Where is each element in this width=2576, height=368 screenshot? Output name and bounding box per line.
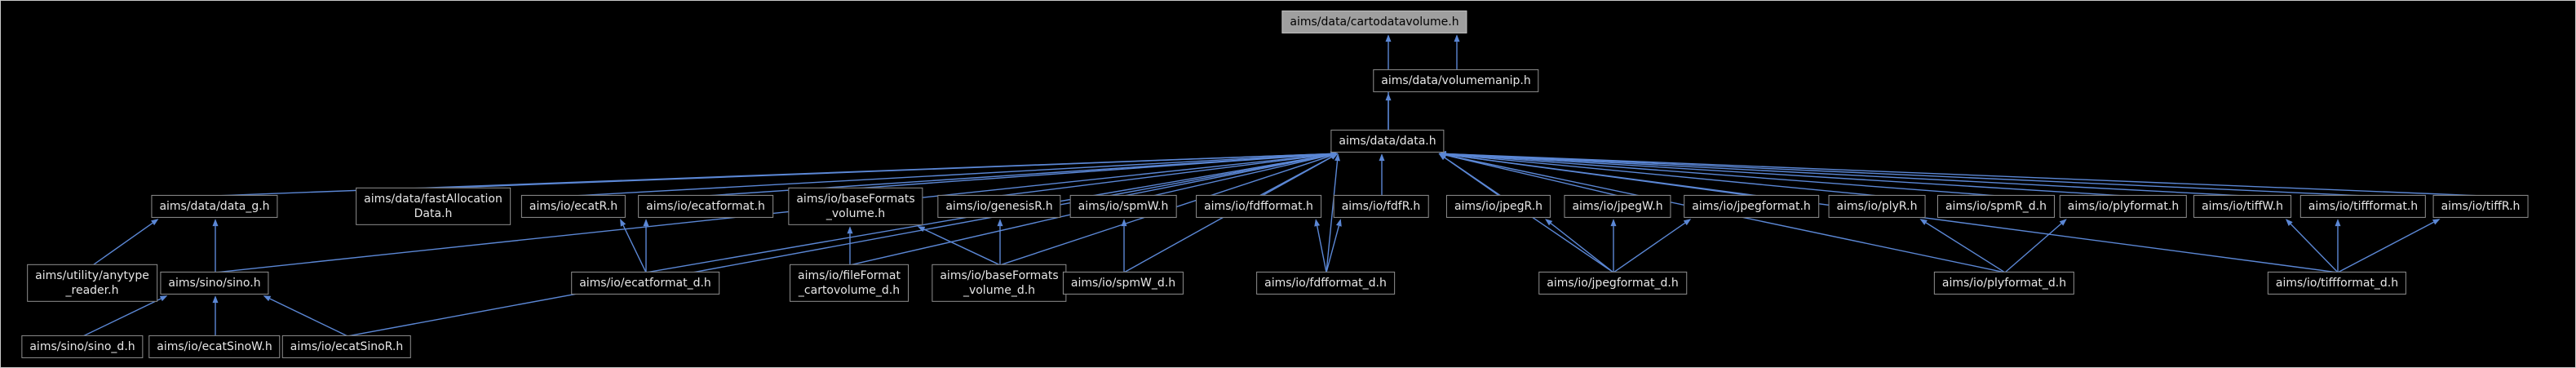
graph-edge-ecatformat_d-to-ecatR [622,224,647,273]
graph-node-data_g[interactable]: aims/data/data_g.h [151,194,278,219]
graph-node-anytype_reader[interactable]: aims/utility/anytype _reader.h [27,264,157,303]
graph-edge-arrowhead [643,219,649,227]
graph-edge-arrowhead [1545,219,1553,226]
graph-edge-jpegW-to-data [1445,154,1619,197]
graph-edge-arrowhead [1379,153,1385,162]
graph-edge-jpegformat_d-to-jpegR [1550,223,1614,273]
graph-edge-arrowhead [620,219,626,227]
graph-node-ecatSinoR[interactable]: aims/io/ecatSinoR.h [281,335,412,359]
graph-edge-tiffR-to-data [1445,153,2482,197]
graph-node-genesisR[interactable]: aims/io/genesisR.h [937,194,1061,219]
graph-edge-arrowhead [212,219,219,227]
graph-node-ecatformat[interactable]: aims/io/ecatformat.h [638,194,773,219]
graph-edge-jpegformat_d-to-jpegformat [1613,222,1686,273]
graph-edge-baseformats_volume_d-to-baseformats_volume [923,228,1001,266]
graph-node-spmW_d[interactable]: aims/io/spmW_d.h [1062,271,1184,295]
graph-node-fastalloc[interactable]: aims/data/fastAllocation Data.h [356,187,511,226]
graph-node-plyformat_d[interactable]: aims/io/plyformat_d.h [1933,271,2075,295]
graph-node-sino_d[interactable]: aims/sino/sino_d.h [21,335,144,359]
graph-node-volumemanip[interactable]: aims/data/volumemanip.h [1373,69,1539,93]
graph-edge-spmR_d-to-data [1445,153,1998,197]
graph-node-fdfR[interactable]: aims/io/fdfR.h [1333,194,1429,219]
graph-node-jpegR[interactable]: aims/io/jpegR.h [1445,194,1551,219]
graph-edge-arrowhead [1335,219,1342,227]
graph-edge-arrowhead [1610,219,1617,227]
graph-edge-arrowhead [1334,153,1340,162]
graph-node-fdfformat_d[interactable]: aims/io/fdfformat_d.h [1256,271,1395,295]
graph-node-fdfformat[interactable]: aims/io/fdfformat.h [1196,194,1321,219]
graph-edge-arrowhead [917,226,926,233]
graph-node-tiffR[interactable]: aims/io/tiffR.h [2432,194,2529,219]
graph-edge-plyformat-to-data [1445,153,2125,197]
graph-node-ecatSinoW[interactable]: aims/io/ecatSinoW.h [148,335,281,359]
graph-edge-sino_d-to-sino [82,298,162,337]
graph-edge-arrowhead [1919,219,1928,225]
graph-edge-fdfformat_d-to-fdfformat [1316,225,1327,273]
graph-edge-arrowhead [1683,219,1692,226]
graph-edge-plyformat_d-to-plyR [1925,222,2006,273]
graph-node-spmR_d[interactable]: aims/io/spmR_d.h [1936,194,2056,219]
graph-edge-fastalloc-to-data [433,153,1331,189]
graph-node-ecatformat_d[interactable]: aims/io/ecatformat_d.h [571,271,719,295]
graph-edge-arrowhead [159,295,168,302]
graph-edge-arrowhead [1385,34,1392,42]
graph-edge-arrowhead [1385,93,1392,101]
graph-node-ecatR[interactable]: aims/io/ecatR.h [520,194,626,219]
graph-edge-fdfformat_d-to-data [1326,160,1339,273]
graph-edge-ecatR-to-data [573,153,1331,197]
graph-edge-plyformat_d-to-plyformat [2004,223,2062,273]
graph-edge-arrowhead [1454,34,1460,42]
graph-edge-tiffformat-to-data [1445,153,2365,197]
graph-node-jpegformat[interactable]: aims/io/jpegformat.h [1684,194,1819,219]
graph-node-plyformat[interactable]: aims/io/plyformat.h [2059,194,2188,219]
graph-node-tiffW[interactable]: aims/io/tiffW.h [2193,194,2291,219]
graph-node-data[interactable]: aims/data/data.h [1330,129,1445,153]
graph-edge-ecatSinoR-to-sino [269,298,348,337]
graph-edge-genesisR-to-data [999,153,1331,197]
graph-edge-arrowhead [1121,219,1127,227]
graph-edge-tiffformat_d-to-tiffR [2337,221,2434,273]
graph-node-tiffformat[interactable]: aims/io/tiffformat.h [2299,194,2427,219]
graph-edge-arrowhead [151,219,159,226]
graph-node-cartodatavolume: aims/data/cartodatavolume.h [1281,10,1467,34]
graph-edge-anytype_reader-to-data_g [92,222,153,266]
graph-edge-arrowhead [2285,219,2293,226]
graph-node-baseformats_volume_d[interactable]: aims/io/baseFormats _volume_d.h [932,264,1067,303]
graph-edge-arrowhead [1330,153,1339,160]
graph-edge-arrowhead [212,295,219,304]
graph-edge-arrowhead [1438,151,1446,157]
graph-node-plyR[interactable]: aims/io/plyR.h [1828,194,1926,219]
graph-edge-tiffW-to-data [1445,153,2244,197]
graph-edge-arrowhead [263,295,272,302]
graph-node-jpegformat_d[interactable]: aims/io/jpegformat_d.h [1538,271,1687,295]
graph-edge-ecatSinoR-to-data [347,154,1331,337]
graph-edge-baseformats_volume-to-data [856,153,1331,189]
graph-edge-arrowhead [847,226,853,234]
graph-node-baseformats_volume[interactable]: aims/io/baseFormats _volume.h [788,187,923,226]
graph-edge-plyR-to-data [1445,153,1879,197]
graph-node-sino[interactable]: aims/sino/sino.h [160,271,269,295]
graph-node-fileformat_cartovolume_d[interactable]: aims/io/fileFormat _cartovolume_d.h [790,264,909,303]
graph-edge-arrowhead [1314,219,1321,227]
graph-edge-arrowhead [997,219,1003,227]
graph-edge-arrowhead [2432,219,2441,225]
graph-node-tiffformat_d[interactable]: aims/io/tiffformat_d.h [2267,271,2407,295]
graph-edge-arrowhead [2059,219,2067,226]
graph-edge-tiffformat_d-to-tiffW [2290,224,2339,273]
graph-edge-arrowhead [2335,219,2341,227]
graph-edge-fdfformat_d-to-fdfR [1326,225,1340,273]
graph-node-jpegW[interactable]: aims/io/jpegW.h [1564,194,1671,219]
graph-node-spmW[interactable]: aims/io/spmW.h [1069,194,1177,219]
